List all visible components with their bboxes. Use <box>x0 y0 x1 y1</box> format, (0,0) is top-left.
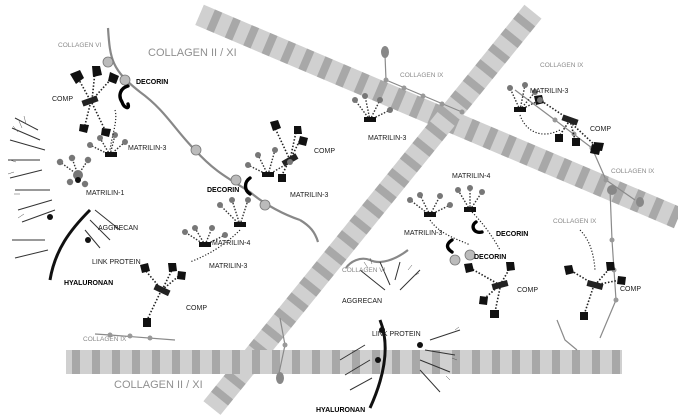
label-hyaluronan-1: HYALURONAN <box>64 280 113 287</box>
label-collagen-vi-top: COLLAGEN VI <box>58 42 102 49</box>
label-decorin-4: DECORIN <box>474 254 506 261</box>
label-comp-3: COMP <box>590 126 611 133</box>
collagen-fibril-bottom <box>66 350 622 374</box>
label-collagen-ix-3: COLLAGEN IX <box>611 168 655 175</box>
label-link-protein-1: LINK PROTEIN <box>92 259 141 266</box>
label-collagen-ii-xi-bottom: COLLAGEN II / XI <box>114 379 203 391</box>
matrilin-beads <box>56 82 543 238</box>
connecting-dots <box>109 109 596 271</box>
label-matrilin3-2: MATRILIN-3 <box>290 192 328 199</box>
label-collagen-ix-4: COLLAGEN IX <box>553 218 597 225</box>
comp-cores <box>81 95 604 297</box>
label-aggrecan-2: AGGRECAN <box>342 298 382 305</box>
link-protein-marks <box>47 177 423 363</box>
label-collagen-vi-mid: COLLAGEN VI <box>342 267 386 274</box>
label-matrilin3-5: MATRILIN-3 <box>530 88 568 95</box>
aggrecan-brushes <box>8 117 461 393</box>
label-collagen-ix-5: COLLAGEN IX <box>83 336 127 343</box>
label-aggrecan-1: AGGRECAN <box>98 225 138 232</box>
label-link-protein-2: LINK PROTEIN <box>372 331 421 338</box>
label-collagen-ix-1: COLLAGEN IX <box>400 72 444 79</box>
aggrecan-bristles <box>7 115 460 381</box>
matrilin-cores <box>105 107 526 247</box>
label-decorin-2: DECORIN <box>207 187 239 194</box>
label-hyaluronan-2: HYALURONAN <box>316 407 365 414</box>
collagen-ix-dots <box>107 77 619 348</box>
label-matrilin4-1: MATRILIN-4 <box>452 173 490 180</box>
label-decorin-3: DECORIN <box>496 231 528 238</box>
label-matrilin1: MATRILIN-1 <box>86 190 124 197</box>
label-comp-5: COMP <box>517 287 538 294</box>
label-decorin-1: DECORIN <box>136 79 168 86</box>
label-comp-6: COMP <box>620 286 641 293</box>
label-matrilin4-2: MATRILIN-4 <box>212 240 250 247</box>
label-matrilin3-6: MATRILIN-3 <box>404 230 442 237</box>
label-collagen-ii-xi-top: COLLAGEN II / XI <box>148 47 237 59</box>
label-matrilin3-1: MATRILIN-3 <box>128 145 166 152</box>
decorin-shapes <box>118 84 484 254</box>
label-matrilin3-3: MATRILIN-3 <box>368 135 406 142</box>
label-matrilin3-4: MATRILIN-3 <box>209 263 247 270</box>
label-comp-4: COMP <box>186 305 207 312</box>
label-collagen-ix-2: COLLAGEN IX <box>540 62 584 69</box>
comp-heads <box>70 66 626 327</box>
label-comp-2: COMP <box>314 148 335 155</box>
collagen-vi-beads <box>102 56 476 266</box>
collagen-fibril-diagonal <box>203 4 542 415</box>
collagen-ix-heads <box>276 46 644 384</box>
label-comp-1: COMP <box>52 96 73 103</box>
